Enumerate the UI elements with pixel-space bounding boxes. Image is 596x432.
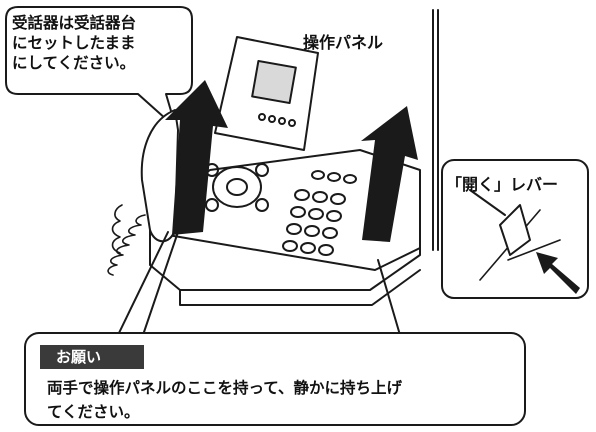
lcd-screen bbox=[251, 59, 297, 105]
receiver-instruction-line-1: 受話器は受話器台 bbox=[12, 14, 137, 32]
coiled-cord bbox=[107, 214, 146, 276]
note-line-1: 両手で操作パネルのここを持って、静かに持ち上げ bbox=[47, 379, 402, 397]
open-lever-label: 「開く」レバー bbox=[446, 175, 559, 194]
receiver-handset bbox=[140, 109, 179, 243]
nav-pad bbox=[212, 166, 262, 208]
keypad bbox=[282, 170, 357, 256]
receiver-instruction: 受話器は受話器台 にセットしたまま にしてください。 bbox=[12, 13, 184, 73]
receiver-instruction-line-2: にセットしたまま bbox=[12, 34, 136, 52]
push-arrow bbox=[536, 252, 580, 294]
note-body: 両手で操作パネルのここを持って、静かに持ち上げ てください。 bbox=[47, 376, 527, 424]
note-line-2: てください。 bbox=[47, 403, 140, 421]
note-title: お願い bbox=[40, 345, 144, 369]
up-arrow-right bbox=[361, 106, 418, 242]
receiver-instruction-line-3: にしてください。 bbox=[12, 54, 136, 72]
up-arrow-left bbox=[165, 80, 228, 235]
note-box bbox=[24, 332, 526, 426]
operation-panel-label: 操作パネル bbox=[303, 33, 384, 52]
